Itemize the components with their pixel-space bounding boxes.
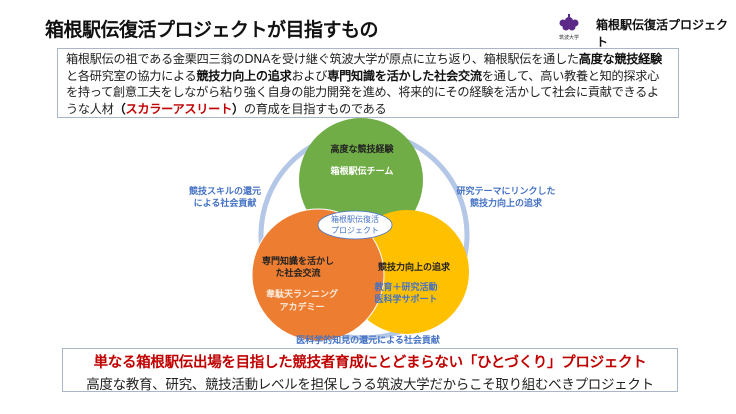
center-label: プロジェクト [331,226,379,235]
orange-title: た社会交流 [275,267,320,279]
yellow-sub: 教育＋研究活動 [373,281,437,293]
intro-highlight: スカラーアスリート [125,101,232,116]
intro-text: および [291,68,328,83]
yellow-title: 競技力向上の追求 [378,261,451,273]
intro-text: 箱根駅伝の祖である金栗四三翁のDNAを受け継ぐ筑波大学が原点に立ち返り、箱根駅伝… [66,52,579,66]
intro-paren: （ [113,101,126,116]
intro-text: を通して、高い教養と知的探求心を持って創意工夫をしながら粘り強く自身の能力開発を… [66,68,660,116]
summary-subline: 高度な教育、研究、競技活動レベルを担保しうる筑波大学だからこそ取り組むべきプロジ… [86,377,654,393]
left-label: 競技スキルの還元 [189,185,261,197]
intro-text: と各研究室の協力による [66,68,197,83]
logo-caption: 筑波大学 [559,34,579,41]
summary-headline: 単なる箱根駅伝出場を目指した競技者育成にとどまらない「ひとづくり」プロジェクト [93,355,647,371]
orange-sub: 韋駄天ランニング [266,288,338,300]
orange-sub: アカデミー [279,301,324,313]
page-title: 箱根駅伝復活プロジェクトが目指すもの [45,19,379,41]
bottom-label: 医科学的知見の還元による社会貢献 [296,334,440,346]
green-title: 高度な競技経験 [330,143,394,155]
center-label: 箱根駅伝復活 [331,214,379,224]
summary-box: 単なる箱根駅伝出場を目指した競技者育成にとどまらない「ひとづくり」プロジェクト … [62,348,678,393]
intro-text-box: 箱根駅伝の祖である金栗四三翁のDNAを受け継ぐ筑波大学が原点に立ち返り、箱根駅伝… [57,48,679,118]
logo-text: 箱根駅伝復活プロジェクト [596,18,729,49]
intro-text: の育成を目指すものである [243,101,387,116]
university-logo: 筑波大学 [559,14,579,41]
intro-paren: ） [231,101,244,116]
orange-title: 専門知識を活かし [262,255,334,267]
intro-bold: 高度な競技経験 [578,52,663,66]
right-label: 競技力向上の追求 [470,197,543,209]
center-ellipse [317,210,393,240]
intro-bold: 競技力向上の追求 [196,68,292,83]
orange-circle [251,208,385,342]
intro-bold: 専門知識を活かした社会交流 [327,68,482,83]
left-label: による社会貢献 [194,197,257,209]
right-label: 研究テーマにリンクした [456,185,555,197]
green-sub: 箱根駅伝チーム [331,165,394,177]
yellow-sub: 医科学サポート [374,293,437,305]
